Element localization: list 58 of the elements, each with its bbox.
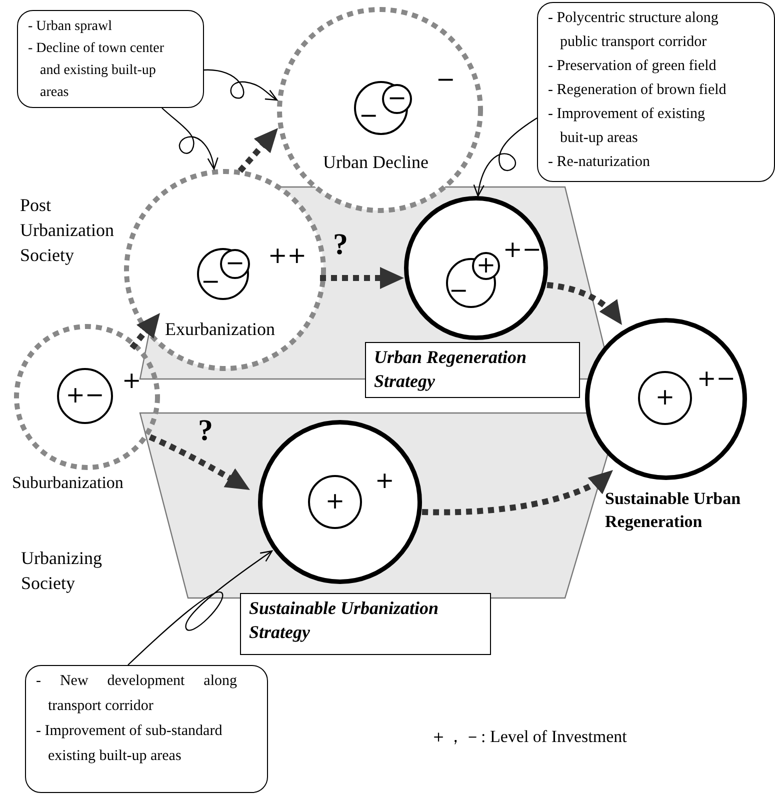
stage-label: Urban Decline	[323, 153, 428, 173]
dotted-arrow	[148, 434, 250, 490]
bullet-item: - Re-naturization	[548, 153, 652, 172]
investment-sign: +−	[503, 238, 542, 264]
dotted-circle	[124, 169, 326, 371]
stage-label: Exurbanization	[165, 320, 275, 340]
callout-box	[537, 2, 775, 182]
stage-circle	[404, 196, 548, 340]
bullet-item: - Polycentric structure along public transport corridor	[548, 9, 720, 52]
stage-label: Suburbanization	[12, 472, 124, 494]
bullet-item: - Improvement of existing buit-up areas	[548, 105, 706, 148]
dotted-arrow	[238, 128, 278, 173]
leader-arrow	[162, 108, 218, 170]
investment-sign: +	[122, 369, 142, 394]
investment-sign: +	[654, 385, 676, 411]
dotted-arrow	[422, 470, 614, 516]
investment-sign: ++	[268, 244, 307, 270]
strategy-label-box: Urban Regeneration Strategy	[365, 342, 580, 398]
investment-sign: −	[224, 251, 246, 277]
investment-sign: −	[386, 86, 408, 112]
investment-sign: −	[359, 104, 378, 130]
edge-label: ?	[198, 414, 213, 447]
dotted-arrow	[130, 313, 160, 350]
bullet-item: - New development along transport corridor	[36, 672, 237, 716]
bullet-item: - Improvement of sub-standard existing built-up areas	[36, 722, 224, 766]
bullet-item: - Preservation of green field	[548, 57, 718, 76]
investment-sign: +	[324, 489, 346, 515]
bullet-item: - Decline of town center and existing built-up areas	[28, 40, 166, 102]
callout-box	[17, 10, 204, 108]
level-circle	[57, 368, 113, 424]
callout-box	[25, 665, 268, 793]
investment-sign: +−	[64, 383, 106, 409]
investment-sign: −	[449, 279, 468, 304]
stage-circle	[258, 420, 422, 584]
society-label: Post Urbanization Society	[20, 194, 115, 267]
stage-circle	[585, 318, 747, 480]
investment-sign: +	[475, 253, 497, 279]
dotted-circle	[277, 7, 483, 213]
dotted-circle	[14, 324, 160, 470]
strategy-label-box: Sustainable Urbanization Strategy	[240, 593, 491, 655]
bullet-item: - Urban sprawl	[28, 18, 113, 36]
level-circle	[308, 475, 362, 529]
level-circle	[197, 248, 249, 300]
leader-arrow	[128, 550, 273, 666]
level-circle	[638, 371, 692, 425]
dotted-arrow	[320, 267, 404, 289]
leader-arrow	[474, 118, 538, 197]
leader-arrow	[204, 69, 278, 101]
investment-sign: +−	[697, 367, 736, 392]
investment-sign: −	[201, 270, 220, 296]
bullet-item: - Regeneration of brown field	[548, 81, 728, 100]
society-label: Urbanizing Society	[21, 547, 103, 595]
investment-sign: −	[436, 68, 456, 94]
investment-sign: +	[375, 469, 394, 494]
legend-note: ＋，－: Level of Investment	[430, 726, 628, 748]
stage-label: Sustainable Urban Regeneration	[605, 488, 742, 533]
edge-label: ?	[333, 228, 348, 261]
dotted-arrow	[546, 282, 622, 325]
